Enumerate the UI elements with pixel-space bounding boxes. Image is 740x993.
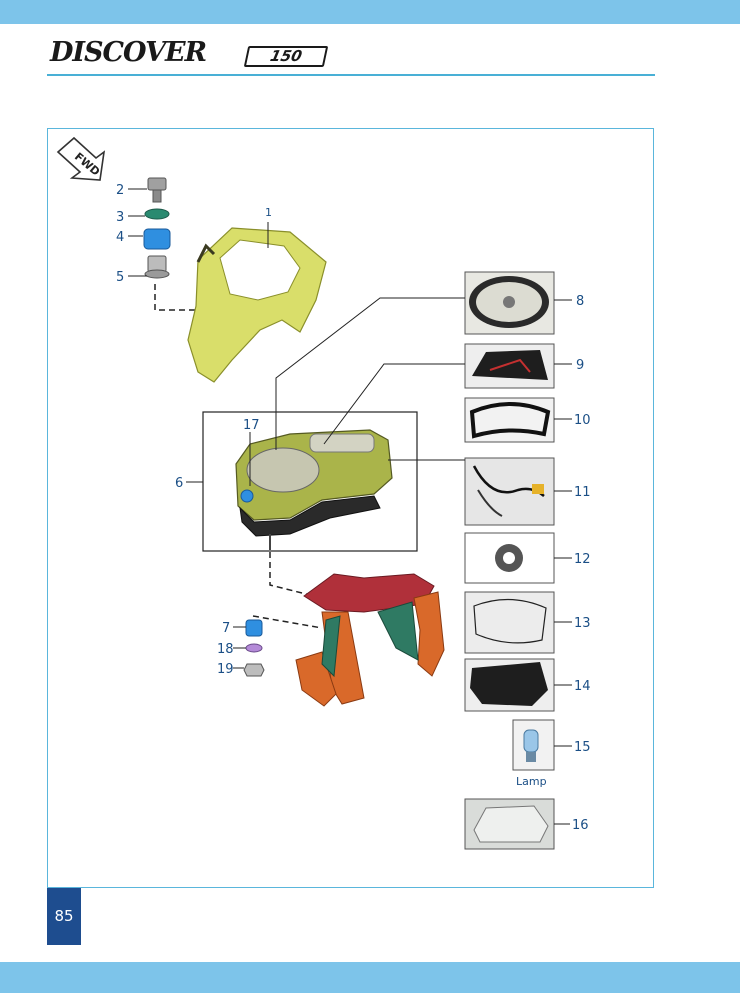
part-thumbnail-13 xyxy=(464,591,555,654)
callout-5: 5 xyxy=(116,270,124,285)
part-thumbnail-8 xyxy=(464,271,555,335)
callout-7: 7 xyxy=(222,621,230,636)
callout-11: 11 xyxy=(574,485,591,500)
callout-19: 19 xyxy=(217,662,234,677)
speedometer-assembly-part xyxy=(235,429,393,550)
callout-9: 9 xyxy=(576,358,584,373)
collar-flange-part xyxy=(144,269,170,279)
rubber-bushing-part xyxy=(143,228,171,250)
washer-part xyxy=(144,208,170,220)
callout-13: 13 xyxy=(574,616,591,631)
part-thumbnail-16 xyxy=(464,798,555,850)
callout-14: 14 xyxy=(574,679,591,694)
page-number: 85 xyxy=(47,888,81,945)
callout-15: 15 xyxy=(574,740,591,755)
indicator-lamp-part xyxy=(240,489,254,503)
meter-bracket-part xyxy=(295,573,445,707)
part-thumbnail-9 xyxy=(464,343,555,389)
callout-16: 16 xyxy=(572,818,589,833)
diagram-frame xyxy=(47,128,654,888)
callout-4: 4 xyxy=(116,230,124,245)
callout-17: 17 xyxy=(243,418,260,433)
callout-2: 2 xyxy=(116,183,124,198)
part-thumbnail-11 xyxy=(464,457,555,526)
brand-logo: DISCOVER xyxy=(50,37,207,68)
callout-8: 8 xyxy=(576,294,584,309)
title-rule xyxy=(47,74,655,76)
callout-18: 18 xyxy=(217,642,234,657)
lower-bushing-part xyxy=(245,619,263,637)
lower-washer-part xyxy=(245,643,263,653)
meter-cover-part xyxy=(187,227,327,383)
callout-3: 3 xyxy=(116,210,124,225)
callout-6: 6 xyxy=(175,476,183,491)
callout-10: 10 xyxy=(574,413,591,428)
lamp-caption: Lamp xyxy=(516,775,547,788)
mount-hardware-stack xyxy=(143,177,222,311)
bolt-shank-part xyxy=(152,189,162,203)
top-band xyxy=(0,0,740,24)
bolt-head-part xyxy=(147,177,167,191)
fwd-arrow-icon: FWD xyxy=(56,136,106,181)
lower-nut-part xyxy=(243,663,265,677)
callout-12: 12 xyxy=(574,552,591,567)
part-thumbnail-12 xyxy=(464,532,555,584)
part-thumbnail-15 xyxy=(512,719,555,771)
callout-1: 1 xyxy=(265,206,272,219)
part-thumbnail-10 xyxy=(464,397,555,443)
part-thumbnail-14 xyxy=(464,658,555,712)
bottom-band xyxy=(0,962,740,993)
